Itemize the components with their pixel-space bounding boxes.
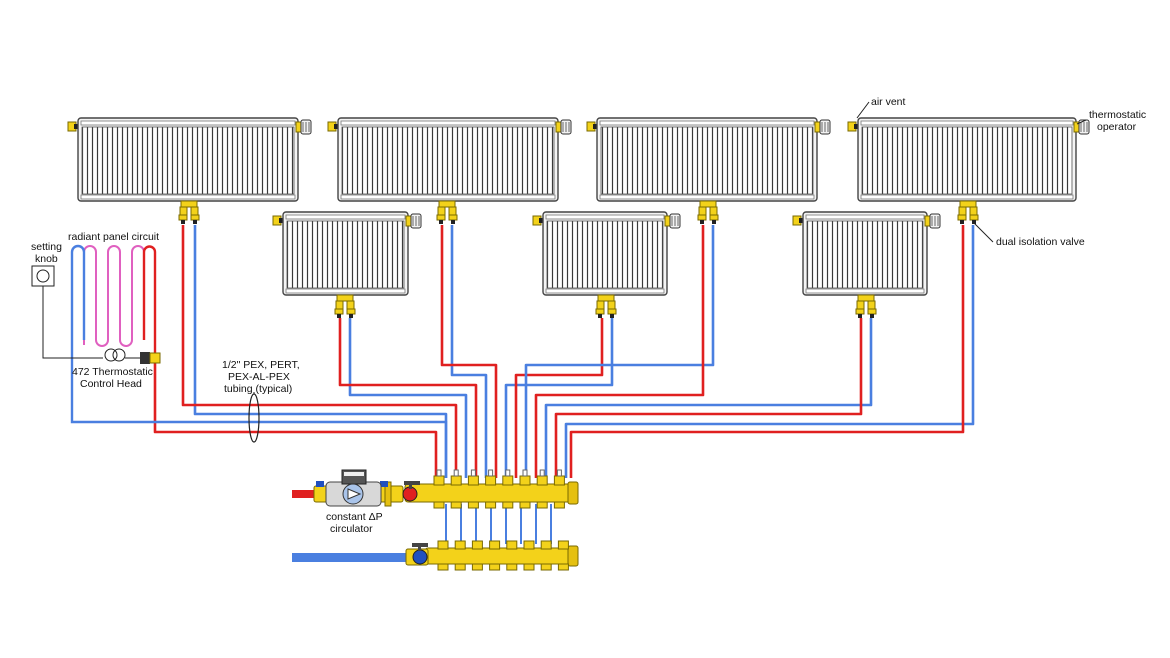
dual-isolation-valve-icon <box>334 294 356 318</box>
pipe-supply-3 <box>181 225 458 478</box>
manifolds <box>404 469 579 571</box>
radiator-fins <box>546 220 664 289</box>
return-port-6 <box>523 540 535 571</box>
tubing-label-2: PEX-AL-PEX <box>228 371 290 383</box>
tubing-callout-ellipse <box>248 393 260 443</box>
setting-knob-label-1: setting <box>31 241 62 253</box>
radiant-panel-circuit-label: radiant panel circuit <box>68 231 159 243</box>
supply-port-7 <box>536 469 548 509</box>
radiator-fins <box>600 126 814 195</box>
return-ball-valve <box>412 543 428 565</box>
dual-isolation-valve-icon <box>595 294 617 318</box>
pipe-supply-15 <box>569 225 965 478</box>
return-manifold <box>424 545 579 567</box>
labels: air vent thermostatic operator dual isol… <box>31 96 1146 535</box>
pipe-return-4 <box>348 318 468 478</box>
manifold-ports <box>433 469 569 571</box>
radiant-panel-circuit <box>70 244 448 478</box>
air-vent-label: air vent <box>871 96 906 108</box>
pipe-return-10 <box>524 225 715 478</box>
panel-radiator-1 <box>67 117 312 224</box>
supply-port-1 <box>433 469 445 509</box>
supply-port-8 <box>553 469 565 509</box>
pipe-supply-2 <box>153 363 438 478</box>
dual-isolation-valve-icon <box>957 200 979 224</box>
pipe-supply-7 <box>440 225 498 478</box>
tubing-label-3: tubing (typical) <box>224 383 292 395</box>
radiators-layer <box>67 117 1090 318</box>
return-port-4 <box>489 540 501 571</box>
return-port-7 <box>540 540 552 571</box>
dual-isolation-valve-label: dual isolation valve <box>996 236 1085 248</box>
return-port-8 <box>557 540 569 571</box>
radiator-fins <box>341 126 555 195</box>
circulator-label-1: constant ΔP <box>326 511 383 523</box>
panel-radiator-3 <box>586 117 831 224</box>
pipe-supply-11 <box>534 225 705 478</box>
pipe-return-6 <box>450 225 488 478</box>
supply-port-5 <box>502 469 514 509</box>
return-port-2 <box>454 540 466 571</box>
panel-radiator-7 <box>792 211 941 318</box>
setting-knob-label-2: knob <box>35 253 58 265</box>
radiator-fins <box>286 220 405 289</box>
panel-radiator-6 <box>532 211 681 318</box>
supply-port-3 <box>467 469 479 509</box>
piping-layer <box>153 225 975 544</box>
supply-port-6 <box>519 469 531 509</box>
thermostatic-control-valve <box>140 352 161 364</box>
panel-radiator-2 <box>327 117 572 224</box>
circulator <box>325 469 382 507</box>
panel-radiator-4 <box>847 117 1090 224</box>
thermostatic-operator-label-1: thermostatic <box>1089 109 1146 121</box>
pipe-supply-9 <box>514 318 604 478</box>
return-outlet <box>292 548 429 566</box>
supply-ball-valve <box>402 481 420 502</box>
dual-isolation-valve-icon <box>697 200 719 224</box>
pipe-return-8 <box>504 318 614 478</box>
control-head-label-1: 472 Thermostatic <box>72 366 153 378</box>
tubing-label-1: 1/2" PEX, PERT, <box>222 359 300 371</box>
return-port-1 <box>437 540 449 571</box>
return-port-3 <box>471 540 483 571</box>
radiator-fins <box>806 220 924 289</box>
supply-port-2 <box>450 469 462 509</box>
pipe-supply-13 <box>554 318 863 478</box>
setting-knob <box>31 265 140 362</box>
pipe-return-14 <box>564 225 975 478</box>
circulator-label-2: circulator <box>330 523 373 535</box>
control-head-label-2: Control Head <box>80 378 142 390</box>
panel-radiator-5 <box>272 211 422 318</box>
dual-isolation-valve-icon <box>436 200 458 224</box>
dual-isolation-valve-icon <box>855 294 877 318</box>
thermostatic-operator-label-2: operator <box>1097 121 1137 133</box>
radiator-fins <box>81 126 295 195</box>
pipe-supply-5 <box>338 318 478 478</box>
supply-port-4 <box>485 469 497 509</box>
annotation-leaders <box>856 101 1087 243</box>
dual-isolation-valve-icon <box>178 200 200 224</box>
return-port-5 <box>506 540 518 571</box>
radiator-fins <box>861 126 1073 195</box>
pipe-return-12 <box>544 318 873 478</box>
